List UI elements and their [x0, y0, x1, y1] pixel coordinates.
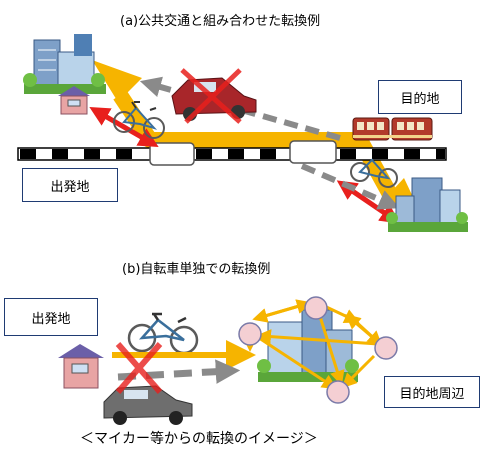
prohibited-mark-icon — [180, 68, 242, 124]
caption-a: (a)公共交通と組み合わせた転換例 — [120, 14, 321, 29]
destination-label-a: 目的地 — [378, 80, 462, 114]
gray-arrow-bottom — [300, 163, 400, 210]
destination-node — [238, 296, 398, 404]
station-right — [289, 140, 337, 164]
prohibited-mark-icon — [115, 342, 163, 394]
gray-arrow-b — [117, 359, 241, 384]
bicycle-icon — [127, 312, 199, 355]
red-arrow-left — [89, 107, 159, 147]
building-icon — [23, 34, 106, 94]
red-arrow-right — [336, 180, 401, 224]
footer-caption: ＜マイカー等からの転換のイメージ＞ — [80, 431, 318, 447]
destination-area-label-b: 目的地周辺 — [384, 376, 480, 408]
origin-label-b: 出発地 — [4, 298, 98, 336]
station-left — [149, 142, 195, 166]
train-icon — [352, 117, 433, 141]
origin-label-a: 出発地 — [22, 168, 118, 202]
caption-b: (b)自転車単独での転換例 — [122, 262, 271, 277]
railway-track — [17, 140, 447, 166]
building-icon — [386, 177, 468, 232]
car-icon — [103, 385, 193, 425]
house-icon — [58, 86, 90, 115]
bicycle-icon — [350, 158, 398, 188]
house-icon — [58, 344, 104, 389]
bicycle-icon — [113, 101, 165, 139]
